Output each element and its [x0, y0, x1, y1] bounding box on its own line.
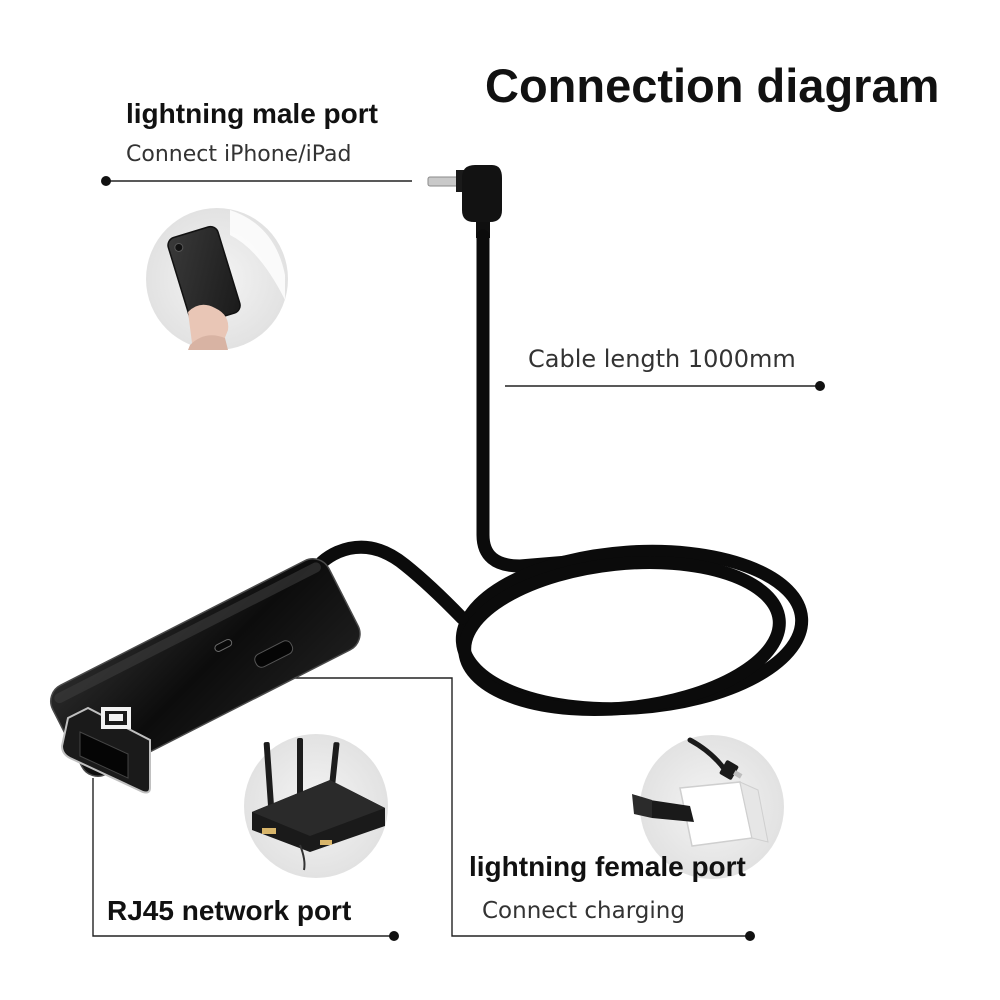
- cable: [305, 229, 809, 716]
- lightning-female-port-description: Connect charging: [482, 898, 685, 924]
- leader-dot-cable: [815, 381, 825, 391]
- leader-lines: [92, 180, 820, 937]
- adapter-body: [50, 558, 361, 794]
- leader-line-lightning-female: [287, 677, 750, 937]
- lightning-male-port-label: lightning male port: [126, 98, 378, 129]
- diagram-title: Connection diagram: [485, 59, 940, 112]
- rj45-network-port-label: RJ45 network port: [107, 895, 352, 926]
- leader-line-rj45: [92, 778, 394, 937]
- charger-photo: [632, 735, 784, 879]
- router-photo: [244, 734, 388, 878]
- rj45-socket-icon: [101, 707, 131, 729]
- lightning-male-port-description: Connect iPhone/iPad: [126, 142, 352, 167]
- leader-dot-rj45: [389, 931, 399, 941]
- leader-dot-lightning-female: [745, 931, 755, 941]
- leader-dot-lightning-male: [101, 176, 111, 186]
- lightning-plug-icon: [427, 165, 502, 238]
- cable-length-label: Cable length 1000mm: [528, 345, 796, 373]
- phone-in-hand-photo: [146, 208, 288, 350]
- leader-dots: [101, 176, 825, 941]
- lightning-female-port-label: lightning female port: [469, 851, 746, 882]
